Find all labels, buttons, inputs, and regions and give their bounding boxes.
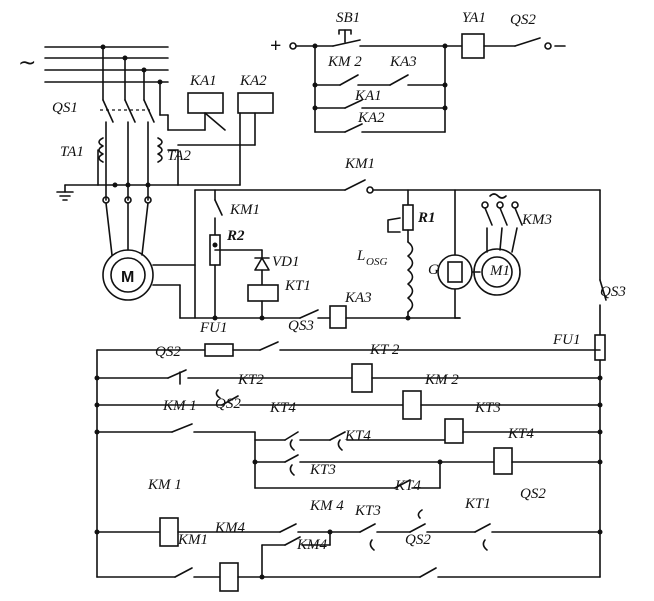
ka2-coil xyxy=(237,92,274,114)
label-km1-r7: KM1 xyxy=(177,532,208,548)
kt-coil-r4 xyxy=(444,418,464,444)
ka3-coil xyxy=(329,305,347,329)
label-km3: KM3 xyxy=(521,212,552,228)
label-kt4-r4: KT4 xyxy=(344,428,371,444)
dc-control: + SB1 YA1 QS2 KM 2 KA3 KA1 KA2 xyxy=(270,10,566,133)
label-kt3-r5: KT3 xyxy=(309,462,336,478)
label-qs2-top: QS2 xyxy=(510,12,536,28)
label-fu1-left: FU1 xyxy=(199,320,228,336)
label-ya1: YA1 xyxy=(462,10,486,26)
label-km4-r7b: KM4 xyxy=(296,537,328,553)
label-g: G xyxy=(428,262,439,278)
label-km2-top: KM 2 xyxy=(327,54,362,70)
label-losg: L xyxy=(356,248,365,264)
label-km4-r7: KM4 xyxy=(214,520,246,536)
label-kt2-r2: KT2 xyxy=(237,372,264,388)
label-qs2-r6: QS2 xyxy=(520,486,546,502)
label-ka3-mid: KA3 xyxy=(344,290,372,306)
label-kt3-r6: KT3 xyxy=(354,503,381,519)
label-kt1: KT1 xyxy=(284,278,311,294)
label-r2: R2 xyxy=(226,228,245,244)
ka1-coil xyxy=(187,92,224,114)
motor-m1 xyxy=(473,248,521,296)
label-qs3-mid: QS3 xyxy=(288,318,314,334)
label-kt3-r3: KT3 xyxy=(474,400,501,416)
plus-sign: + xyxy=(270,35,281,57)
label-m1: M1 xyxy=(489,263,510,279)
km-coil-r3 xyxy=(402,390,422,420)
label-losg-sub: OSG xyxy=(366,256,387,268)
label-km2-r2: KM 2 xyxy=(424,372,459,388)
label-fu1-right: FU1 xyxy=(552,332,581,348)
label-km4-r6: KM 4 xyxy=(309,498,344,514)
label-kt4-r5: KT4 xyxy=(394,478,421,494)
label-qs1: QS1 xyxy=(52,100,78,116)
label-qs2-r7: QS2 xyxy=(405,532,431,548)
label-km1-top: KM1 xyxy=(344,156,375,172)
label-ka2-coil: KA2 xyxy=(239,73,267,89)
label-qs3-right: QS3 xyxy=(600,284,626,300)
label-ka3-top: KA3 xyxy=(389,54,417,70)
label-kt4-r4b: KT4 xyxy=(507,426,534,442)
kt-coil-r5 xyxy=(493,447,513,475)
resistor-r1 xyxy=(402,204,414,231)
label-vd1: VD1 xyxy=(272,254,300,270)
label-kt2-r1: KT 2 xyxy=(369,342,400,358)
label-motor-m: M xyxy=(121,269,134,286)
label-r1: R1 xyxy=(417,210,436,226)
km-coil-r2 xyxy=(351,363,373,393)
label-ka1-coil: KA1 xyxy=(189,73,217,89)
label-sb1: SB1 xyxy=(336,10,360,26)
km4-coil-ladder xyxy=(219,562,239,592)
label-km1-lbl: KM 1 xyxy=(147,477,182,493)
label-kt4-r3: KT4 xyxy=(269,400,296,416)
fuse-fu1-right xyxy=(594,334,606,361)
label-qs2-r1: QS2 xyxy=(155,344,181,360)
label-kt1-r6: KT1 xyxy=(464,496,491,512)
label-km1-mid: KM1 xyxy=(229,202,260,218)
label-qs2-r3: QS2 xyxy=(215,396,241,412)
ladder-diagram: QS2 KT 2 KT2 KM 2 KM 1 QS2 KT4 KT3 xyxy=(94,341,603,592)
fuse-fu1-ladder xyxy=(204,343,234,357)
label-ta1: TA1 xyxy=(60,144,84,160)
km1-coil-ladder xyxy=(159,517,179,547)
kt1-coil xyxy=(247,284,279,302)
generator-section: KM1 KM1 R2 VD1 KT1 FU1 QS3 KA3 xyxy=(179,156,626,578)
label-ta2: TA2 xyxy=(167,148,191,164)
motor-m xyxy=(102,249,154,301)
ac-tilde: ~ xyxy=(18,51,36,76)
ac-supply: ~ QS1 TA1 TA2 xyxy=(18,44,274,319)
label-ka2-top: KA2 xyxy=(357,110,385,126)
ya1-coil xyxy=(461,33,485,59)
label-km1-r3: KM 1 xyxy=(162,398,197,414)
